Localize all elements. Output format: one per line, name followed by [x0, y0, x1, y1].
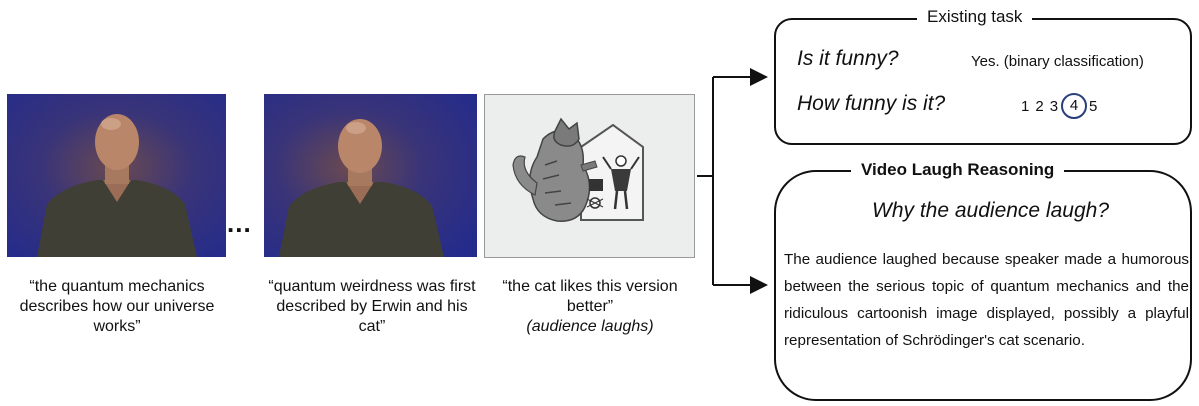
caption-text: “the quantum mechanics describes how our… — [19, 278, 215, 335]
laugh-reasoning-title: Video Laugh Reasoning — [851, 160, 1065, 180]
caption-1: “the quantum mechanics describes how our… — [3, 277, 231, 337]
slide-frame — [484, 94, 695, 258]
funniness-scale: 1 2 3 4 5 — [1021, 93, 1103, 119]
caption-2: “quantum weirdness was first described b… — [268, 277, 476, 337]
scale-2: 2 — [1035, 97, 1044, 115]
existing-task-title: Existing task — [917, 7, 1033, 27]
existing-task-box: Existing task Is it funny? Yes. (binary … — [774, 7, 1192, 145]
cartoon-cat-illustration — [512, 117, 644, 222]
video-frame-2 — [264, 94, 477, 257]
laugh-reasoning-box: Video Laugh Reasoning Why the audience l… — [774, 160, 1192, 401]
frame-ellipsis: ... — [227, 208, 252, 238]
caption-text: “the cat likes this version better” — [502, 278, 678, 315]
scale-4-selected: 4 — [1061, 93, 1088, 119]
caption-3: “the cat likes this version better” (aud… — [495, 277, 685, 337]
question-why-laugh: Why the audience laugh? — [872, 199, 1109, 222]
question-is-funny: Is it funny? — [797, 47, 899, 70]
speaker-image-2 — [264, 94, 477, 257]
question-how-funny: How funny is it? — [797, 92, 946, 115]
reasoning-answer: The audience laughed because speaker mad… — [784, 251, 1189, 349]
caption-note: (audience laughs) — [526, 318, 654, 335]
answer-binary: Yes. (binary classification) — [971, 53, 1144, 70]
speaker-image-1 — [7, 94, 226, 257]
scale-5: 5 — [1089, 97, 1098, 115]
caption-text: “quantum weirdness was first described b… — [268, 278, 476, 335]
scale-3: 3 — [1049, 97, 1059, 115]
scale-1: 1 — [1021, 97, 1030, 115]
video-frame-1 — [7, 94, 226, 257]
